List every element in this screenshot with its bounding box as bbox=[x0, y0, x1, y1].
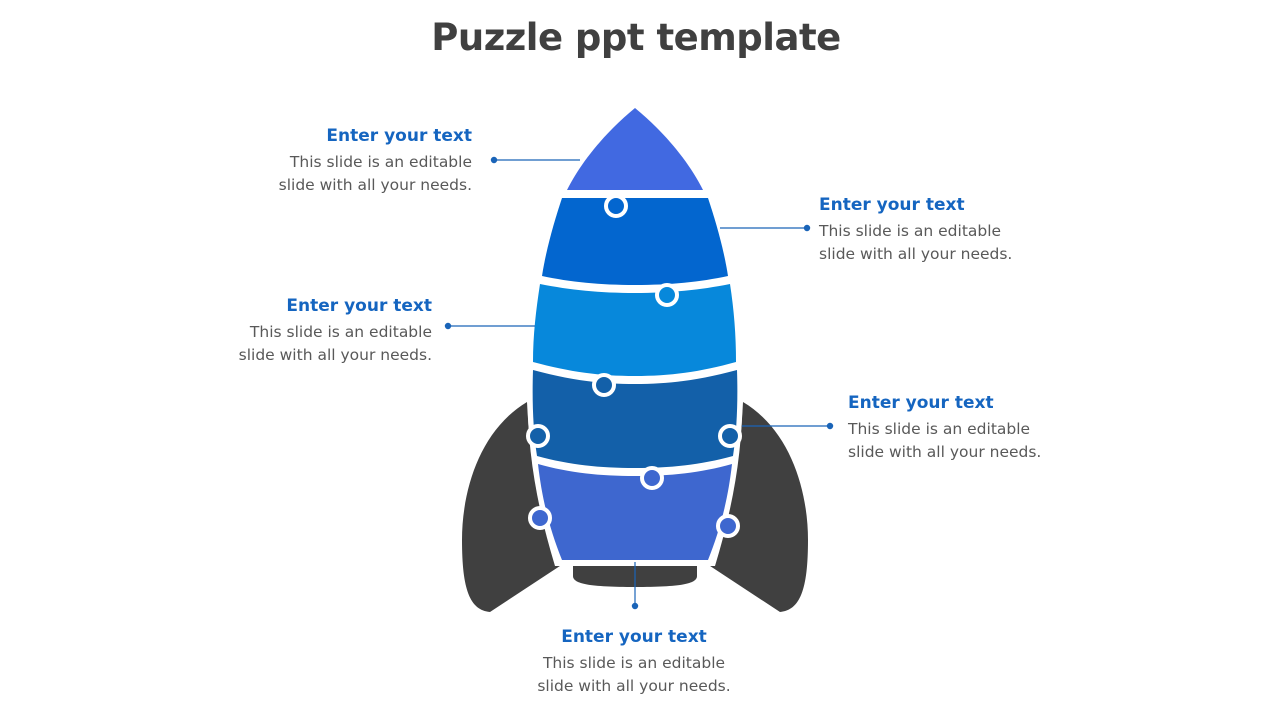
rocket-tip-piece bbox=[567, 108, 703, 190]
callout-body-line: This slide is an editable bbox=[848, 420, 1031, 438]
callout-heading: Enter your text bbox=[819, 195, 965, 215]
callout-heading: Enter your text bbox=[286, 296, 432, 316]
callout-band1: Enter your text This slide is an editabl… bbox=[819, 195, 1079, 266]
callout-heading: Enter your text bbox=[848, 393, 994, 413]
callout-body: This slide is an editable slide with all… bbox=[504, 652, 764, 698]
callout-body-line: This slide is an editable bbox=[542, 654, 726, 672]
page-title: Puzzle ppt template bbox=[431, 16, 841, 59]
connector-lines bbox=[444, 156, 834, 610]
callout-body-line: slide with all your needs. bbox=[537, 677, 731, 695]
callout-heading: Enter your text bbox=[561, 627, 707, 647]
puzzle-knobs bbox=[526, 194, 742, 538]
callout-body: This slide is an editable slide with all… bbox=[212, 151, 472, 197]
rocket-band-1-piece bbox=[542, 198, 728, 285]
callout-heading: Enter your text bbox=[326, 126, 472, 146]
rocket-band-2-piece bbox=[533, 284, 736, 376]
callout-body-line: This slide is an editable bbox=[289, 153, 472, 171]
callout-band2: Enter your text This slide is an editabl… bbox=[172, 296, 432, 367]
rocket-band-4-piece bbox=[538, 464, 732, 560]
left-fin bbox=[462, 402, 566, 612]
connector-tip-dot bbox=[490, 156, 498, 164]
callout-body-line: slide with all your needs. bbox=[819, 245, 1013, 263]
callout-body: This slide is an editable slide with all… bbox=[848, 418, 1108, 464]
connector-band2-dot bbox=[444, 322, 452, 330]
callout-band3: Enter your text This slide is an editabl… bbox=[848, 393, 1108, 464]
connector-band3-dot bbox=[826, 422, 834, 430]
connector-band1-dot bbox=[803, 224, 811, 232]
callout-body-line: slide with all your needs. bbox=[238, 346, 432, 364]
callout-tip: Enter your text This slide is an editabl… bbox=[212, 126, 472, 197]
callout-body: This slide is an editable slide with all… bbox=[172, 321, 432, 367]
callout-base: Enter your text This slide is an editabl… bbox=[504, 627, 764, 698]
callout-body-line: slide with all your needs. bbox=[278, 176, 472, 194]
callout-body-line: This slide is an editable bbox=[249, 323, 432, 341]
connector-base-dot bbox=[631, 602, 639, 610]
callout-body-line: This slide is an editable bbox=[819, 222, 1002, 240]
callout-body: This slide is an editable slide with all… bbox=[819, 220, 1079, 266]
callout-body-line: slide with all your needs. bbox=[848, 443, 1042, 461]
rocket-band-3-piece bbox=[532, 370, 738, 468]
right-fin bbox=[704, 402, 808, 612]
